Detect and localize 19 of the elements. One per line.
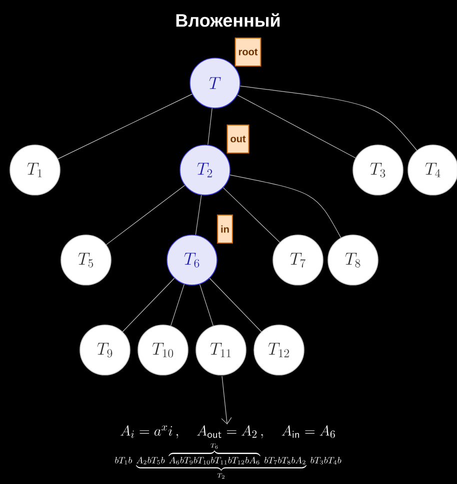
tag-box: in — [217, 214, 233, 244]
formula: $bT_1b\ \underbrace{A_2bT_5b\ \overbrace{A_6bT_9bT_{10}bT_{11}bT_{12}bA_6}^{T_6}\ bT_7bT_8bA_2}_{T_2}\ bT_3bT_4b$ — [115, 443, 342, 479]
connector-line — [199, 284, 214, 326]
connector-line — [222, 187, 280, 243]
connector-line — [122, 278, 175, 332]
tag-box: out — [226, 124, 250, 154]
connector-line — [240, 86, 418, 151]
connector-line — [106, 185, 186, 245]
connector-line — [209, 278, 262, 332]
formula: $A_i = a^{x}i\,,\quad A_{\mathsf{out}} = A_2\,,\quad A_{\mathsf{in}} = A_6$ — [120, 425, 335, 438]
connector-line — [237, 94, 356, 158]
connector-line — [230, 174, 342, 238]
title: Вложенный — [176, 13, 280, 27]
arrow — [221, 376, 232, 424]
connector-line — [195, 194, 202, 236]
connector-line — [208, 108, 212, 146]
connector-line — [170, 284, 184, 326]
tag-box: root — [234, 38, 262, 66]
connector-line — [58, 94, 192, 160]
